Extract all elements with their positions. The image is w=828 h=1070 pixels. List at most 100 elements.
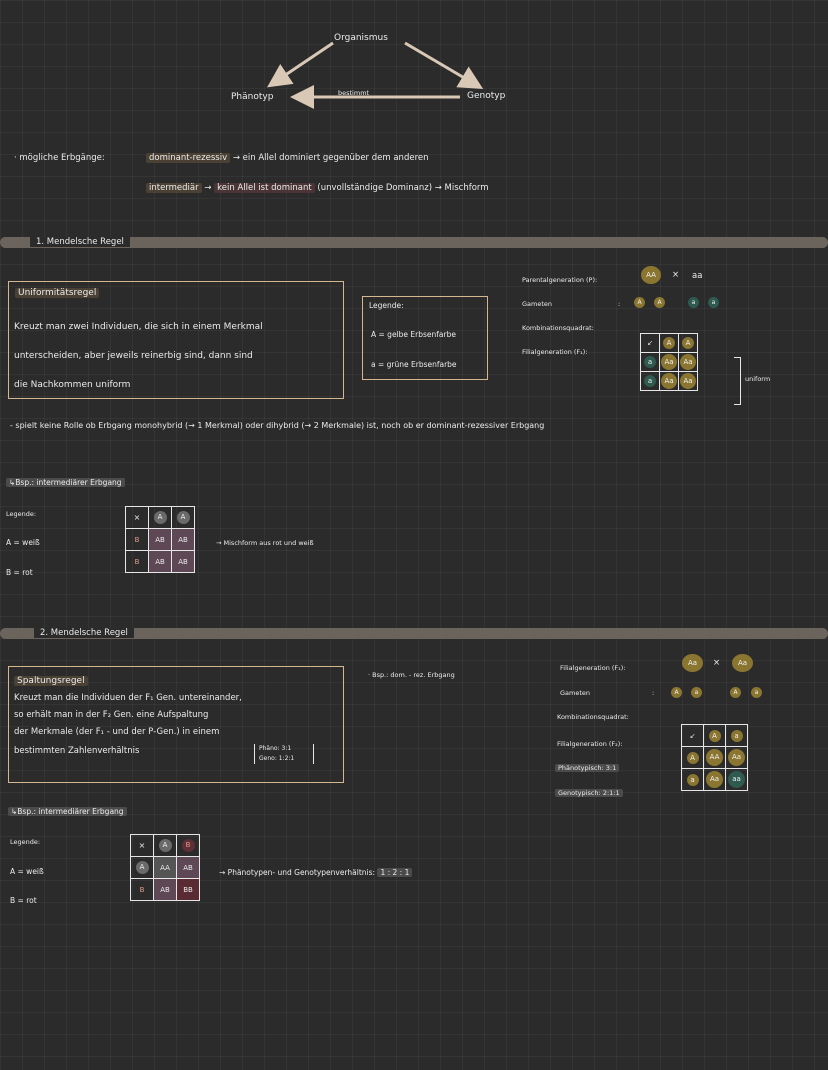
pg1-cell-value: Aa	[661, 354, 677, 370]
f1-label: Filialgeneration (F₁):	[522, 348, 588, 356]
example1-title: ↳Bsp.: intermediärer Erbgang	[6, 478, 125, 487]
pgx2-row-head: B	[130, 878, 154, 901]
p-cross: ×	[672, 270, 680, 280]
pg2-cell-value: AA	[706, 749, 723, 766]
genotypisch-label: Genotypisch: 2:1:1	[555, 789, 623, 797]
spaltungsregel-title: Spaltungsregel	[14, 676, 88, 686]
pg1-cell-value: Aa	[680, 354, 696, 370]
pg2-row-head: a	[681, 768, 704, 791]
diagram-bestimmt: bestimmt	[338, 89, 370, 97]
kombinationsquadrat-label-2: Kombinationsquadrat:	[557, 713, 629, 721]
p-right-genotype: aa	[692, 271, 703, 281]
pgx1-cell: AB	[148, 550, 172, 573]
pgx2-cell: AB	[176, 856, 200, 879]
pg1-cell: Aa	[659, 371, 679, 391]
pg1-row-a2: a	[644, 375, 656, 387]
legend1-A: A = gelbe Erbsenfarbe	[371, 330, 456, 339]
phaenotypisch-label-text: Phänotypisch:	[558, 764, 604, 772]
rule1-line2: unterscheiden, aber jeweils reinerbig si…	[14, 351, 253, 361]
dominant-term: dominant-rezessiv	[146, 153, 231, 163]
example1-result: → Mischform aus rot und weiß	[216, 539, 314, 547]
dominant-desc: → ein Allel dominiert gegenüber dem ande…	[232, 153, 429, 163]
pg1-head-A1: A	[663, 337, 675, 349]
erbgaenge-dominant-line: dominant-rezessiv → ein Allel dominiert …	[146, 153, 429, 163]
phaenotypisch-label: Phänotypisch: 3:1	[555, 764, 620, 772]
gamete1-1: A	[654, 297, 665, 308]
phaenotypisch-value: 3:1	[605, 764, 617, 772]
pgx1-head-A2: A	[176, 511, 190, 524]
gameten-colon-2: :	[652, 689, 655, 697]
pgx2-cell: BB	[176, 878, 200, 901]
p-generation-label: Parentalgeneration (P):	[522, 276, 598, 284]
pg2-cell: aa	[725, 768, 748, 791]
pg2-row-head: A	[681, 746, 704, 769]
pgx2-head: A	[153, 834, 177, 857]
intermediaer-arrow: →	[204, 183, 212, 193]
intermediaer-kein-allel: kein Allel ist dominant	[214, 183, 315, 193]
punnett-square-ex1: × A A B AB AB B AB AB	[125, 506, 195, 573]
erbgaenge-label: · mögliche Erbgänge:	[14, 153, 105, 163]
example2-bsp: · Bsp.: dom. - rez. Erbgang	[368, 671, 455, 679]
punnett-square-ex2: × A B A AA AB B AB BB	[130, 834, 200, 901]
pgx2-row-head: A	[130, 856, 154, 879]
gameten-label-2: Gameten	[560, 689, 591, 697]
gamete1-3: a	[708, 297, 719, 308]
gameten-colon-1: :	[618, 300, 621, 308]
pgx1-cell: AB	[171, 528, 195, 551]
pg1-row-a1: a	[644, 356, 656, 368]
hybrid-note: - spielt keine Rolle ob Erbgang monohybr…	[10, 421, 545, 430]
erbgaenge-intermediaer-line: intermediär → kein Allel ist dominant (u…	[146, 183, 489, 193]
pg1-cell: Aa	[678, 371, 698, 391]
pg2-row-a: a	[686, 773, 699, 786]
pgx1-corner: ×	[125, 506, 149, 529]
uniformitaetsregel-box	[8, 281, 344, 399]
spaltungsregel-box	[8, 666, 344, 783]
pg2-head: A	[703, 724, 726, 747]
ratio-bracket	[254, 744, 314, 764]
rule2-line4: bestimmten Zahlenverhältnis	[14, 746, 140, 756]
gamete1-0: A	[634, 297, 645, 308]
f2-label: Filialgeneration (F₂):	[557, 740, 623, 748]
diagram-genotyp: Genotyp	[467, 91, 506, 101]
pg2-cell: AA	[703, 746, 726, 769]
example1-title-text: ↳Bsp.: intermediärer Erbgang	[6, 478, 125, 487]
arrow-organismus-genotyp	[404, 41, 484, 90]
pg2-corner: ↙	[681, 724, 704, 747]
example2-result: → Phänotypen- und Genotypenverhältnis:	[219, 868, 376, 877]
uniformitaetsregel-title-text: Uniformitätsregel	[15, 288, 100, 298]
f1-right-genotype: Aa	[732, 654, 753, 672]
pg1-head-A2: A	[682, 337, 694, 349]
pgx1-cell: AB	[148, 528, 172, 551]
pg2-cell: Aa	[703, 768, 726, 791]
rule1-line3: die Nachkommen uniform	[14, 380, 131, 390]
diagram-phaenotyp: Phänotyp	[231, 92, 274, 102]
intermediaer-desc: (unvollständige Dominanz) → Mischform	[317, 183, 489, 193]
pg1-row-head: a	[640, 371, 660, 391]
f1-cross: ×	[713, 658, 721, 668]
genotypisch-line: Genotypisch: 2:1:1	[555, 789, 623, 797]
diagram-arrows	[267, 41, 484, 109]
pg2-head: a	[725, 724, 748, 747]
pg2-cell: Aa	[725, 746, 748, 769]
gamete1-2: a	[688, 297, 699, 308]
kombinationsquadrat-label-1: Kombinationsquadrat:	[522, 324, 594, 332]
legend1-a: a = grüne Erbsenfarbe	[371, 360, 457, 369]
pgx1-head-A1: A	[153, 511, 167, 524]
gameten-label-1: Gameten	[522, 300, 553, 308]
rule2-line1: Kreuzt man die Individuen der F₁ Gen. un…	[14, 693, 242, 703]
pg2-head-A: A	[708, 729, 721, 742]
punnett-square-1: ↙ A A a Aa Aa a Aa Aa	[640, 333, 698, 391]
pg2-cell-value: Aa	[728, 749, 745, 766]
pg1-cell-value: Aa	[680, 373, 696, 389]
pgx1-cell: AB	[171, 550, 195, 573]
pgx2-head-A: A	[158, 839, 172, 852]
genotypisch-label-text: Genotypisch:	[558, 789, 601, 797]
pg1-corner: ↙	[640, 333, 660, 353]
gamete2-0: A	[671, 687, 682, 698]
pg2-row-A: A	[686, 751, 699, 764]
example2-A: A = weiß	[10, 867, 44, 876]
pgx1-row-head: B	[125, 550, 149, 573]
spaltungsregel-title-text: Spaltungsregel	[14, 676, 88, 686]
pg2-cell-value: Aa	[706, 771, 723, 788]
p-left-genotype: AA	[641, 266, 661, 284]
